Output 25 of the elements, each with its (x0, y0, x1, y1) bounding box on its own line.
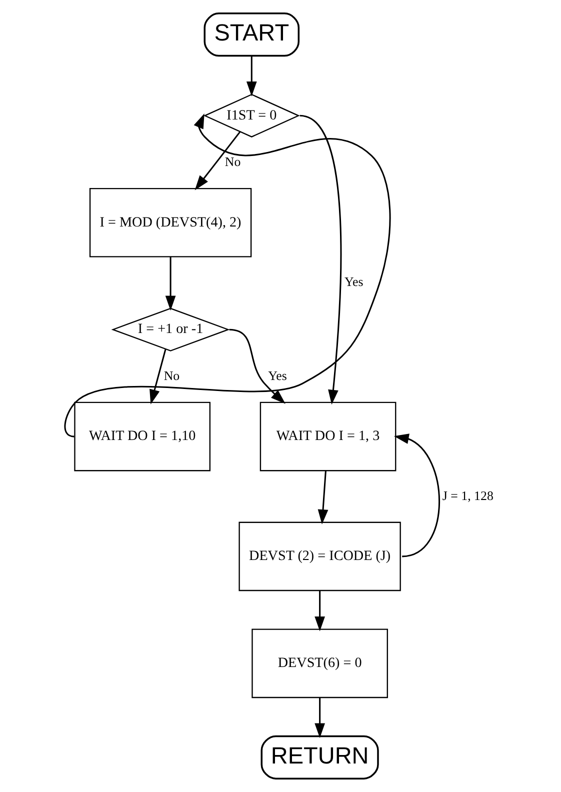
node-box: WAIT DO I = 1,10 (74, 402, 210, 472)
node-box: WAIT DO I = 1, 3 (259, 402, 396, 472)
node-box: I = MOD (DEVST(4), 2) (88, 188, 252, 258)
node-box: DEVST (2) = ICODE (J) (238, 522, 400, 592)
edge-label: J = 1, 128 (442, 488, 493, 503)
node-diamond: I = +1 or -1 (110, 308, 230, 352)
arrow (314, 590, 324, 632)
arrow (64, 114, 390, 438)
arrow (246, 56, 256, 96)
edge-label: Yes (268, 368, 286, 383)
arrow (164, 256, 176, 311)
edge-label: No (163, 368, 180, 383)
arrow (228, 328, 285, 404)
arrow (317, 470, 328, 524)
node-box: DEVST(6) = 0 (251, 628, 388, 698)
arrow (393, 434, 440, 558)
arrow (149, 348, 166, 404)
arrow (314, 698, 324, 738)
edge-label: Yes (344, 274, 363, 289)
node-box: RETURN (260, 735, 378, 780)
node-box: START (203, 12, 300, 57)
node-diamond: I1ST = 0 (202, 94, 300, 138)
arrow (194, 131, 240, 190)
arrow (299, 114, 342, 405)
edge-label: No (224, 154, 240, 169)
